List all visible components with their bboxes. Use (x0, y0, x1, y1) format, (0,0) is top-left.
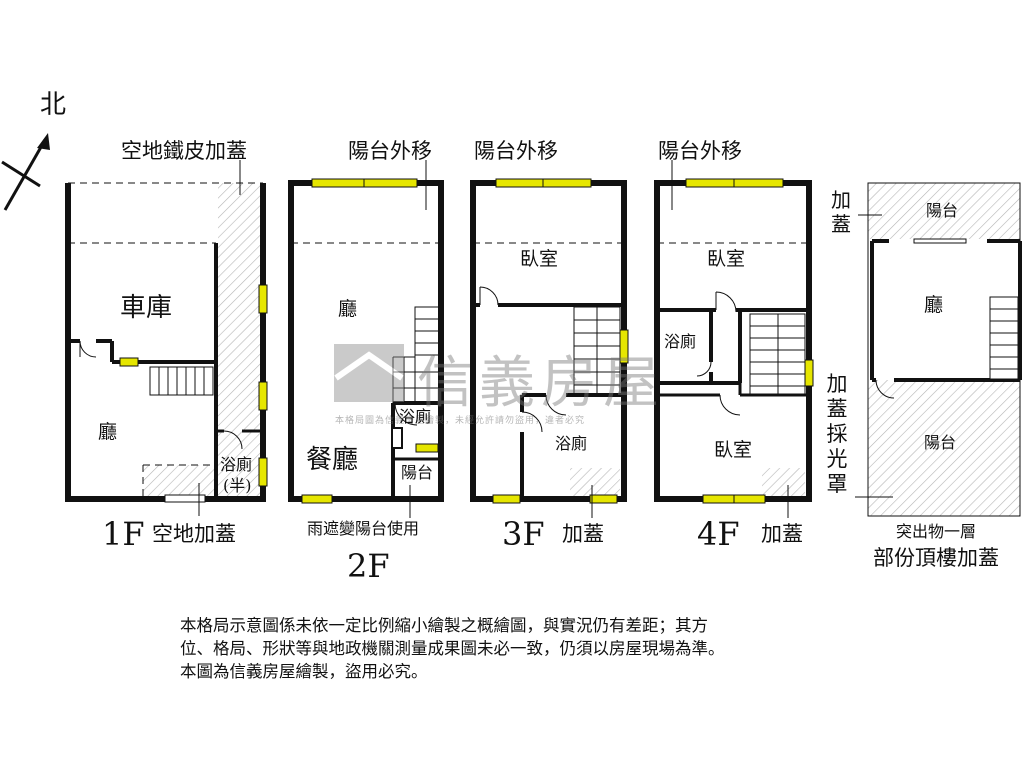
f2-room-balcony: 陽台 (401, 463, 434, 482)
f1-top-note: 空地鐵皮加蓋 (121, 139, 247, 163)
f3-bottom-note: 加蓋 (562, 522, 604, 546)
disclaimer-line-3: 本圖為信義房屋繪製，盜用必究。 (180, 662, 428, 681)
compass-arrow (1, 133, 50, 211)
watermark-logo (334, 344, 404, 402)
floor-4f-plan (654, 160, 814, 518)
f1-floor-label: 1F (102, 515, 145, 553)
roof-room-hall: 廳 (924, 294, 944, 316)
f4-top-note: 陽台外移 (658, 139, 742, 163)
f1-room-garage: 車庫 (120, 293, 173, 323)
roof-plan (855, 182, 1022, 517)
roof-side-note-mid: 加蓋採光罩 (826, 372, 848, 496)
f2-top-note: 陽台外移 (348, 139, 432, 163)
compass-label: 北 (40, 90, 67, 120)
f1-room-bath: 浴廁 (220, 455, 253, 474)
f4-room-bath: 浴廁 (664, 332, 697, 351)
f4-room-bedroom-bottom: 臥室 (714, 439, 753, 461)
roof-bottom-note-2: 部份頂樓加蓋 (873, 546, 999, 570)
f1-room-bath-half: (半) (223, 476, 252, 495)
f4-floor-label: 4F (697, 515, 740, 553)
watermark-notice: 本格局圖為信義房屋繪製，未經允許請勿盜用，違者必究 (335, 416, 586, 426)
f1-bottom-note: 空地加蓋 (152, 522, 236, 546)
f4-room-bedroom-top: 臥室 (707, 248, 746, 270)
f3-room-bath: 浴廁 (555, 434, 588, 453)
disclaimer: 本格局示意圖係未依一定比例縮小繪製之概繪圖，與實況仍有差距；其方 位、格局、形狀… (180, 614, 880, 683)
disclaimer-line-1: 本格局示意圖係未依一定比例縮小繪製之概繪圖，與實況仍有差距；其方 (180, 616, 708, 635)
roof-room-balcony-top: 陽台 (926, 201, 959, 220)
f2-room-dining: 餐廳 (306, 445, 359, 475)
f2-room-bath: 浴廁 (399, 407, 432, 426)
f1-room-hall: 廳 (98, 421, 118, 443)
f3-room-bedroom: 臥室 (520, 248, 559, 270)
roof-side-note-top: 加蓋 (831, 188, 851, 236)
roof-bottom-note-1: 突出物一層 (896, 522, 977, 541)
disclaimer-line-2: 位、格局、形狀等與地政機關測量成果圖未必一致，仍須以房屋現場為準。 (180, 639, 725, 658)
roof-room-balcony-bottom: 陽台 (924, 433, 957, 452)
watermark-brand: 信義房屋 (417, 351, 665, 416)
floor-3f-plan (470, 178, 629, 518)
f4-bottom-note: 加蓋 (761, 522, 803, 546)
f2-bottom-note: 雨遮變陽台使用 (307, 519, 420, 538)
floor-2f-plan (288, 160, 444, 518)
f2-floor-label: 2F (347, 547, 390, 585)
f3-floor-label: 3F (502, 515, 545, 553)
floor-1f-plan (65, 160, 268, 516)
f3-top-note: 陽台外移 (474, 139, 558, 163)
f2-room-hall: 廳 (338, 298, 358, 320)
